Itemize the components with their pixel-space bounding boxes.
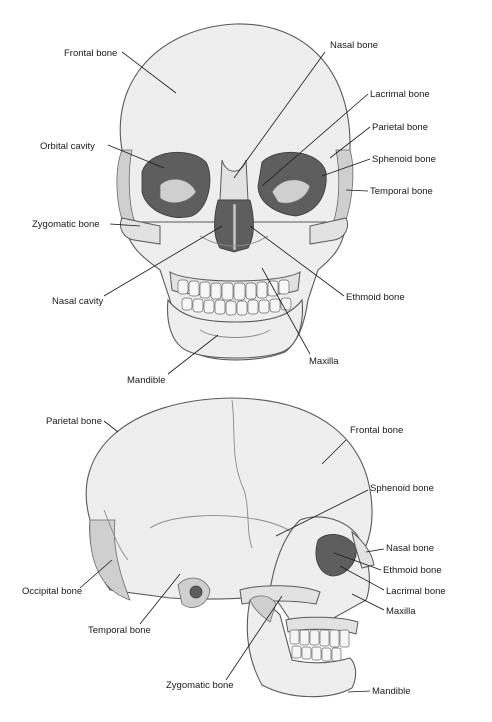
label-side-maxilla: Maxilla [386,606,416,617]
label-side-nasal-bone: Nasal bone [386,543,434,554]
leader-front-zygomatic-bone [109,223,141,227]
leader-side-mandible [347,690,371,693]
leader-front-mandible [167,334,219,375]
label-side-zygomatic-bone: Zygomatic bone [166,680,234,691]
side-skull-illustration [85,397,375,698]
leader-front-orbital-cavity [107,144,165,169]
leader-side-ethmoid-bone [333,552,382,571]
front-skull-illustration [116,23,354,361]
label-side-ethmoid-bone: Ethmoid bone [383,565,442,576]
leader-front-ethmoid-bone [249,225,345,297]
leader-front-nasal-bone [233,51,326,179]
label-front-nasal-bone: Nasal bone [330,40,378,51]
leader-front-nasal-cavity [103,225,223,297]
leader-front-lacrimal-bone [261,93,369,187]
label-front-maxilla: Maxilla [309,356,339,367]
leader-front-parietal-bone [329,126,371,159]
leader-side-parietal-bone [103,420,119,433]
label-side-mandible: Mandible [372,686,411,697]
label-front-orbital-cavity: Orbital cavity [40,141,95,152]
label-front-frontal-bone: Frontal bone [64,48,117,59]
leader-side-occipital-bone [79,559,113,589]
leader-side-maxilla [351,593,385,611]
leader-side-lacrimal-bone [339,565,385,591]
label-front-mandible: Mandible [127,375,166,386]
leader-side-nasal-bone [365,548,385,553]
label-side-frontal-bone: Frontal bone [350,425,403,436]
label-front-nasal-cavity: Nasal cavity [52,296,103,307]
label-front-zygomatic-bone: Zygomatic bone [32,219,100,230]
label-front-parietal-bone: Parietal bone [372,122,428,133]
leader-front-temporal-bone [345,189,369,192]
label-front-sphenoid-bone: Sphenoid bone [372,154,436,165]
label-side-lacrimal-bone: Lacrimal bone [386,586,446,597]
leader-front-maxilla [261,267,311,355]
leader-side-zygomatic-bone [225,595,283,681]
leader-front-frontal-bone [121,51,177,94]
leader-front-sphenoid-bone [321,158,371,177]
leader-side-sphenoid-bone [275,489,369,537]
label-front-temporal-bone: Temporal bone [370,186,433,197]
leader-side-temporal-bone [139,573,181,625]
label-side-occipital-bone: Occipital bone [22,586,82,597]
leader-side-frontal-bone [321,439,347,465]
label-side-parietal-bone: Parietal bone [46,416,102,427]
label-front-lacrimal-bone: Lacrimal bone [370,89,430,100]
label-side-sphenoid-bone: Sphenoid bone [370,483,434,494]
label-front-ethmoid-bone: Ethmoid bone [346,292,405,303]
label-side-temporal-bone: Temporal bone [88,625,151,636]
